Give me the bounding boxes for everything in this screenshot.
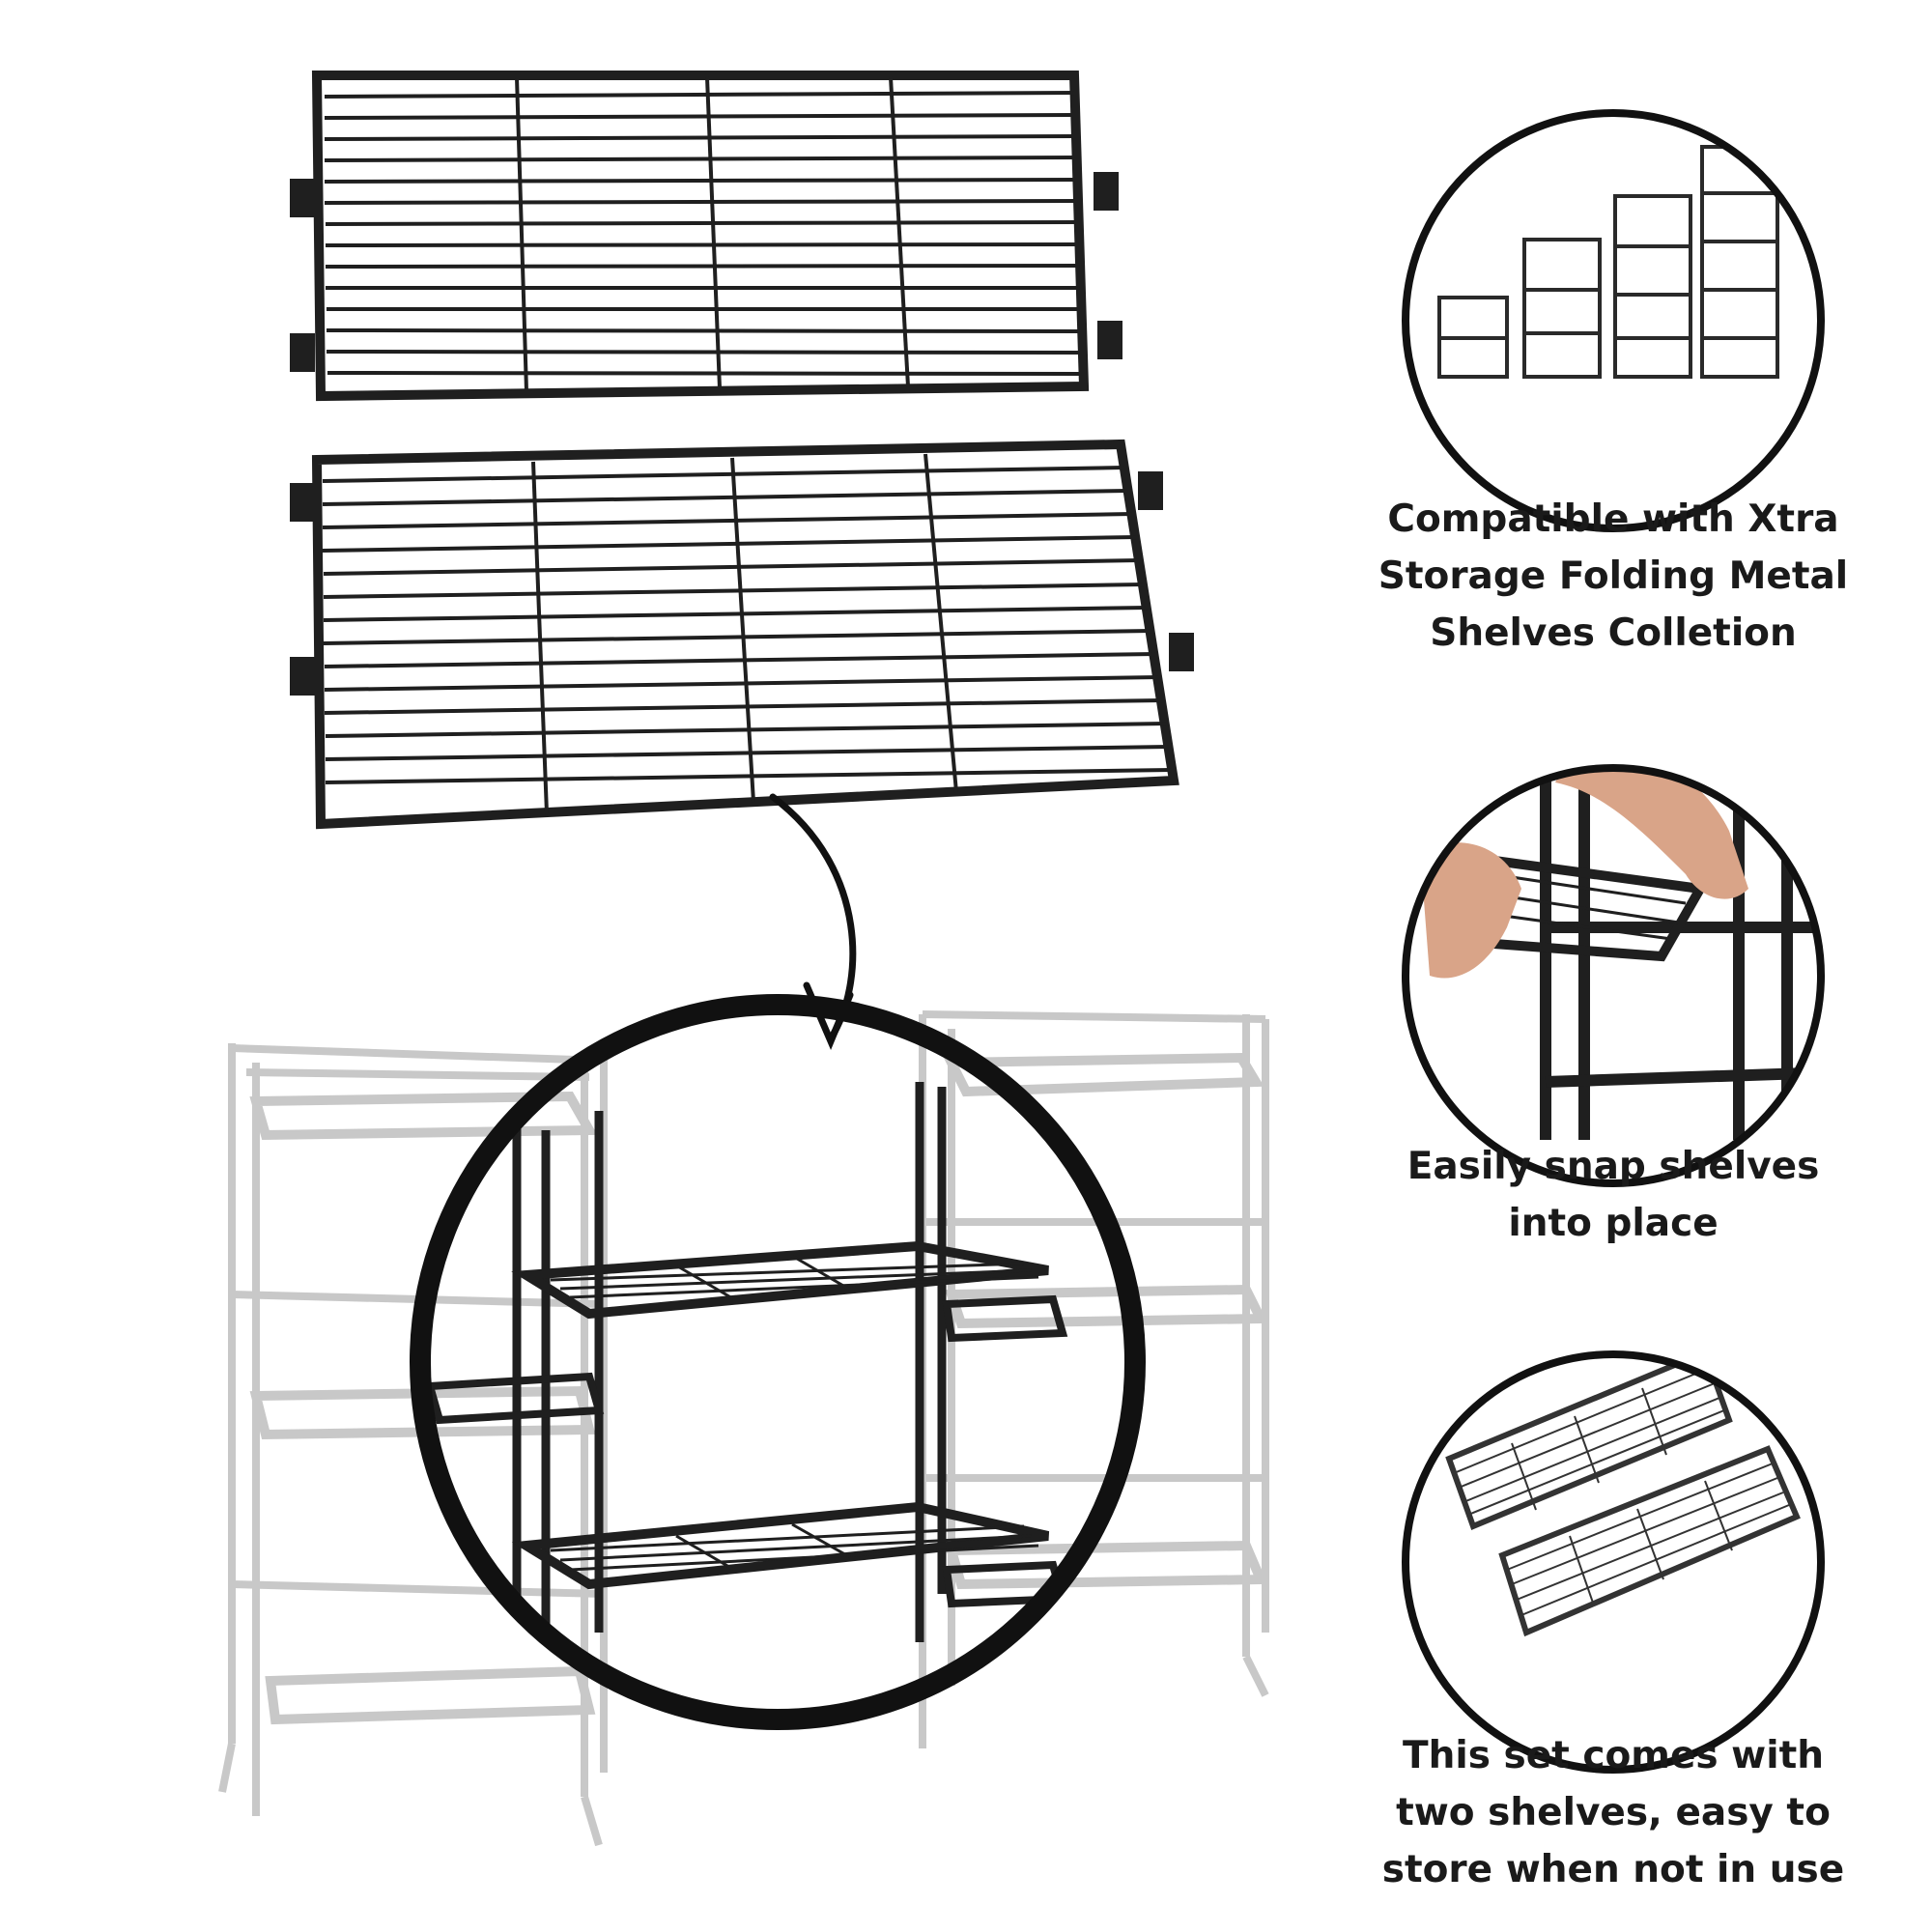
feature-caption-snap: Easily snap shelves into place (1406, 1145, 1820, 1245)
center-shelf-unit (424, 1082, 1068, 1642)
ghost-shelf-left (218, 1043, 608, 1847)
two-shelves-icon (1402, 1350, 1825, 1774)
hands-snapping-shelf-icon (1402, 764, 1825, 1187)
shelf-sizes-icon (1402, 109, 1825, 532)
shelf-panel-bottom (290, 439, 1194, 830)
feature-caption-compatible: Compatible with Xtra Storage Folding Met… (1378, 497, 1849, 655)
highlight-ring (410, 994, 1146, 1730)
shelf-panel-top (290, 71, 1122, 402)
feature-caption-two-shelves: This set comes with two shelves, easy to… (1381, 1734, 1845, 1891)
ghost-shelf-right (919, 1010, 1269, 1748)
